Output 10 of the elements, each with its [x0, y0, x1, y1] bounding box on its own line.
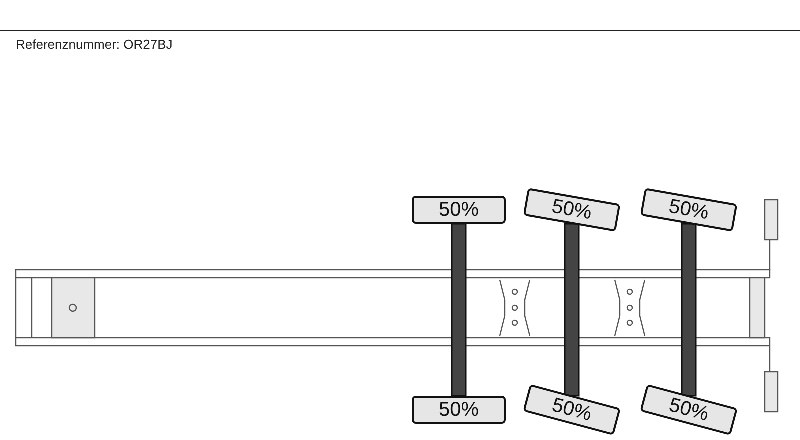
tire-label: 50%	[523, 188, 621, 232]
tire-label: 50%	[640, 188, 738, 232]
tire-label: 50%	[640, 384, 738, 436]
tire-label: 50%	[522, 384, 622, 436]
reference-number: Referenznummer: OR27BJ	[16, 37, 173, 52]
tire-label: 50%	[412, 196, 506, 224]
axle-bar	[564, 223, 580, 397]
tire-label: 50%	[412, 396, 506, 424]
axle-bar	[681, 223, 697, 397]
axle-bar	[451, 223, 467, 397]
